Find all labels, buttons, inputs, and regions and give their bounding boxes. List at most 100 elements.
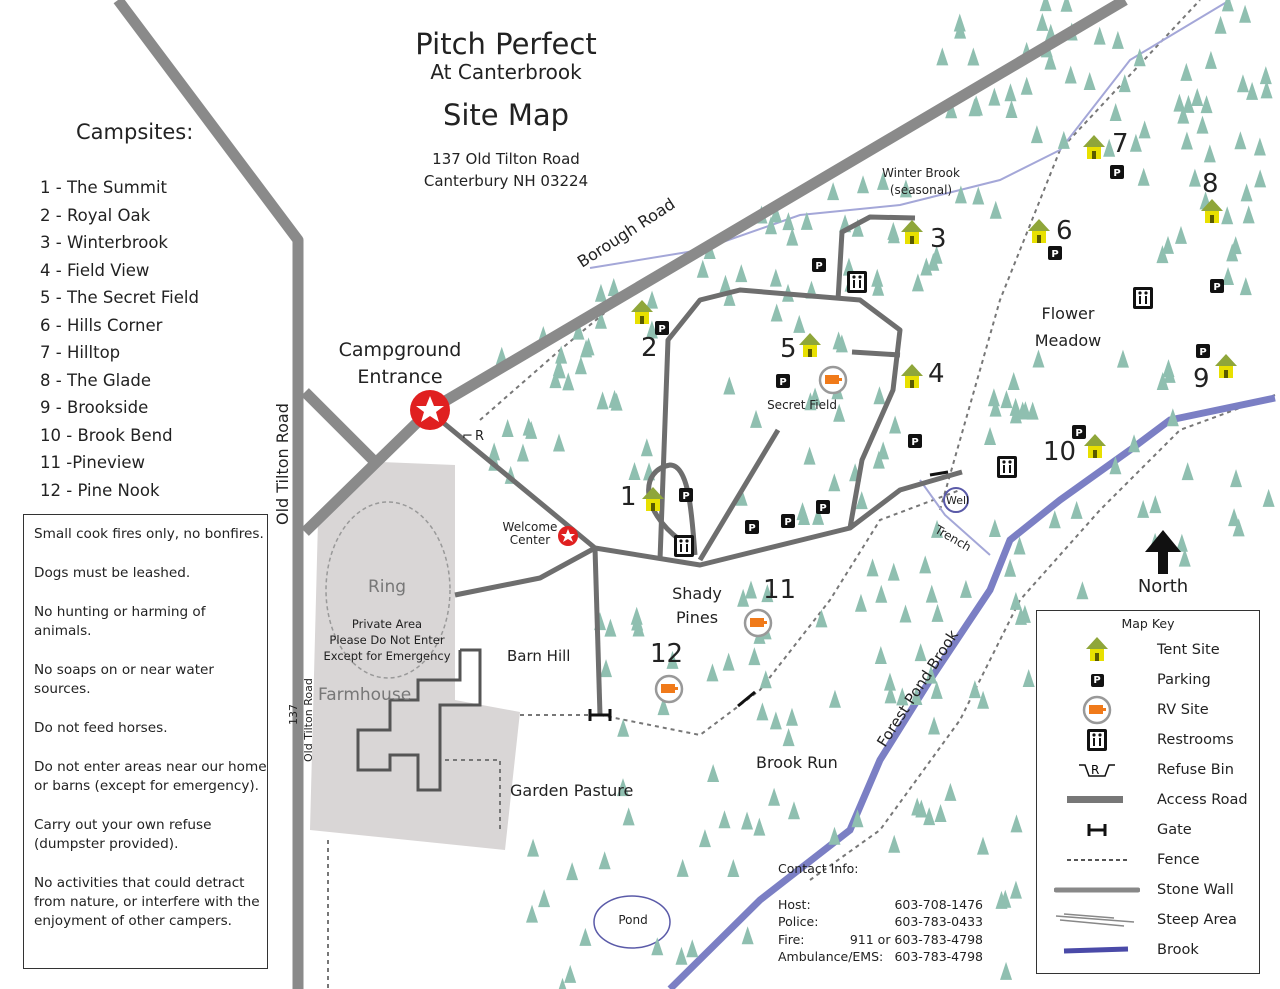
campsite-item: 2 - Royal Oak (40, 205, 151, 225)
stone-wall-icon (1037, 885, 1157, 895)
tree-icon (972, 186, 985, 205)
tree-icon (1032, 349, 1045, 368)
legend-label: RV Site (1157, 702, 1209, 718)
rv-site-icon (1037, 695, 1157, 725)
trench (919, 479, 991, 556)
legend-label: Tent Site (1157, 642, 1220, 658)
contact-label: Ambulance/EMS: (778, 949, 884, 964)
tree-icon (1009, 880, 1022, 899)
rule-item: Small cook fires only, no bonfires. (34, 526, 264, 542)
legend-row-steep-area: Steep Area (1037, 905, 1259, 935)
site-number-12: 12 (650, 639, 683, 669)
parking-icon: P (679, 488, 693, 502)
tree-icon (896, 687, 909, 706)
tree-icon (741, 811, 754, 830)
forest-pond-brook (667, 394, 1276, 989)
old-tilton-road-label: Old Tilton Road (273, 403, 292, 525)
steep-area-icon (1037, 910, 1157, 930)
tree-icon (931, 519, 944, 538)
tree-icon (871, 268, 884, 287)
tree-icon (549, 370, 562, 389)
private-area-label-1: Private Area (352, 617, 422, 631)
tree-icon (1149, 495, 1162, 514)
farmhouse-outline (356, 648, 482, 792)
tree-icon (538, 889, 551, 908)
rule-item: Do not enter areas near our home or barn… (34, 759, 267, 794)
tree-icon (1004, 558, 1017, 577)
tree-icon (604, 618, 617, 637)
tree-icon (987, 388, 1000, 407)
shady-pines-label-1: Shady (672, 584, 722, 603)
tree-icon (936, 47, 949, 66)
tree-icon (1173, 93, 1186, 112)
tree-icon (1204, 50, 1217, 69)
campground-entrance-label-1: Campground (339, 339, 462, 361)
rule-item: No soaps on or near water sources. (34, 662, 214, 697)
tree-icon (782, 728, 795, 747)
tree-icon (989, 200, 1002, 219)
tree-icon (1118, 74, 1131, 93)
contact-value: 603-783-0433 (894, 914, 983, 929)
parking-icon: P (745, 520, 759, 534)
tree-icon (1178, 548, 1191, 567)
tree-icon (1137, 167, 1150, 186)
tree-icon (989, 398, 1002, 417)
tree-icon (594, 283, 607, 302)
site-number-8: 8 (1202, 169, 1219, 199)
brook-run-label: Brook Run (756, 753, 838, 772)
parking-icon: P (1072, 425, 1086, 439)
tree-icon (1228, 508, 1241, 527)
tree-icon (920, 257, 933, 276)
tent-site-icon (1215, 354, 1237, 378)
tree-icon (607, 278, 620, 297)
rule-item: Do not feed horses. (34, 720, 168, 736)
tree-icon (696, 259, 709, 278)
restroom-icon (1037, 729, 1157, 751)
tree-icon (804, 392, 817, 411)
tree-icon (676, 858, 689, 877)
flower-meadow-label-2: Meadow (1035, 331, 1101, 350)
winter-brook-label-1: Winter Brook (882, 166, 960, 180)
campsite-item: 5 - The Secret Field (40, 288, 199, 307)
tree-icon (928, 716, 941, 735)
tree-icon (1239, 4, 1252, 23)
tree-icon (744, 580, 757, 599)
tree-icon (1221, 0, 1234, 12)
svg-text:P: P (1199, 347, 1206, 358)
tree-icon (835, 334, 848, 353)
svg-text:P: P (1113, 168, 1120, 179)
tree-icon (1009, 591, 1022, 610)
rv-site-icon (818, 365, 848, 395)
svg-text:P: P (784, 517, 791, 528)
address-line-2: Canterbury NH 03224 (423, 172, 589, 190)
tree-icon (631, 612, 644, 631)
ring-label: Ring (368, 577, 406, 597)
tree-icon (883, 672, 896, 691)
tree-icon (1230, 469, 1243, 488)
campsite-item: 4 - Field View (40, 260, 150, 280)
tree-icon (1005, 99, 1018, 118)
tree-icon (954, 185, 967, 204)
contact-row: Fire:911 or 603-783-4798 (778, 931, 983, 949)
legend-row-restroom: Restrooms (1037, 725, 1259, 755)
campsite-item: 6 - Hills Corner (40, 315, 163, 335)
parking-icon: P (908, 434, 922, 448)
tree-icon (1039, 0, 1052, 12)
campground-entrance-label-2: Entrance (357, 366, 442, 388)
tree-icon (833, 403, 846, 422)
svg-text:R: R (1091, 763, 1099, 777)
tree-icon (666, 650, 679, 669)
tree-icon (770, 204, 783, 223)
svg-text:P: P (779, 377, 786, 388)
tree-icon (1083, 72, 1096, 91)
pond-label: Pond (618, 913, 647, 927)
tree-icon (1226, 243, 1239, 262)
tree-icon (800, 211, 813, 230)
tree-icon (686, 939, 699, 958)
tree-icon (919, 555, 932, 574)
tree-icon (645, 320, 658, 339)
trench-label: Trench (932, 522, 974, 554)
